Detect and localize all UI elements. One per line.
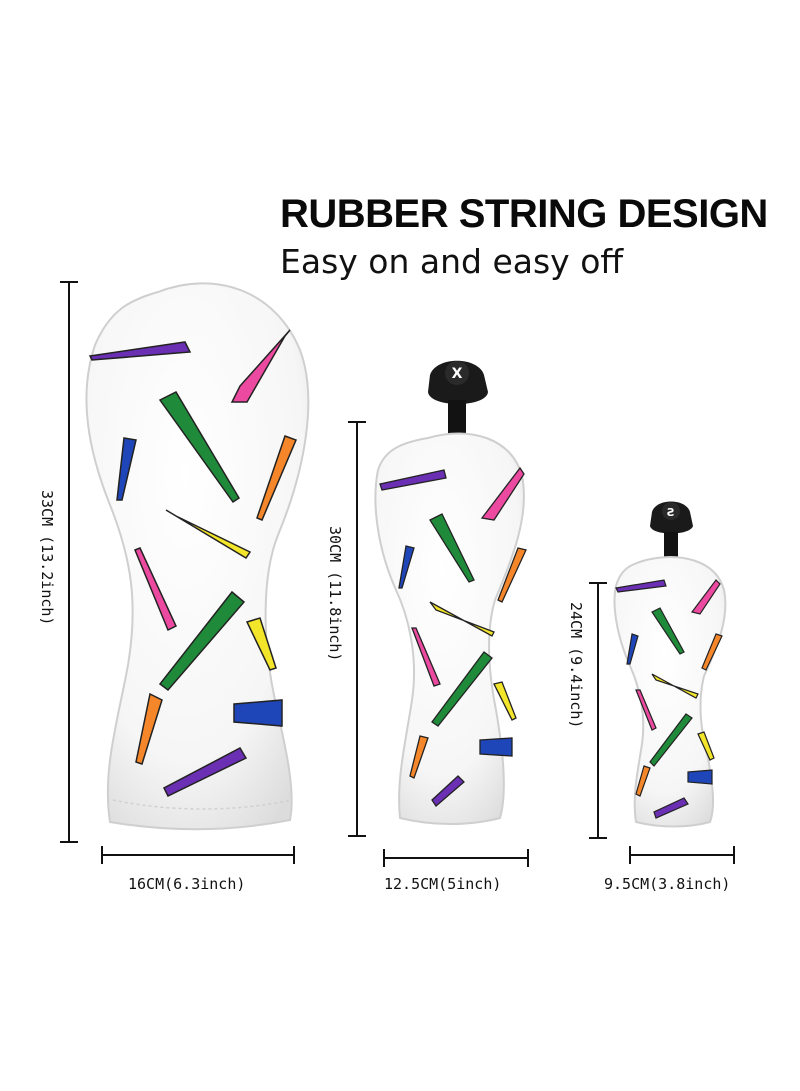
driver-cover-body xyxy=(85,282,310,831)
tee-yellow xyxy=(697,731,715,761)
fairway-cover-body xyxy=(374,432,525,825)
tee-green xyxy=(158,391,241,504)
tee-pink xyxy=(480,466,525,521)
tee-pink xyxy=(134,547,177,632)
tee-blue xyxy=(626,633,639,665)
tee-green xyxy=(429,513,475,583)
driver-height-label: 33CM (13.2inch) xyxy=(38,490,56,626)
tee-pink xyxy=(411,627,441,687)
tee-blue xyxy=(479,737,513,757)
tee-purple xyxy=(163,747,248,797)
tee-pink xyxy=(635,689,657,731)
hybrid-cover xyxy=(613,501,727,828)
tee-yellow xyxy=(493,681,517,721)
tag-letter: Ƨ xyxy=(667,506,675,519)
tee-purple xyxy=(615,579,667,593)
tee-yellow xyxy=(245,617,277,671)
fairway-width-label: 12.5CM(5inch) xyxy=(384,875,502,893)
tee-green xyxy=(158,590,246,692)
tee-pink xyxy=(230,329,291,403)
tee-orange xyxy=(701,633,723,671)
fairway-height-label: 30CM (11.8inch) xyxy=(326,526,344,662)
tee-yellow xyxy=(165,509,252,560)
headline: RUBBER STRING DESIGN xyxy=(280,192,768,236)
hybrid-height-label: 24CM (9.4inch) xyxy=(567,602,585,729)
tee-orange xyxy=(409,735,429,779)
tee-blue xyxy=(233,699,283,727)
tee-yellow xyxy=(651,673,699,699)
tee-green xyxy=(431,651,493,727)
tee-orange xyxy=(135,692,163,765)
tee-orange xyxy=(497,547,527,603)
tee-yellow xyxy=(429,601,495,637)
tee-purple xyxy=(653,797,689,819)
tee-pink xyxy=(690,579,721,615)
tee-orange xyxy=(256,435,297,521)
tee-blue xyxy=(687,769,713,785)
hybrid-width-label: 9.5CM(3.8inch) xyxy=(604,875,731,893)
subline: Easy on and easy off xyxy=(280,242,624,281)
fairway-cover xyxy=(374,360,527,825)
tee-green xyxy=(649,713,693,767)
tee-purple xyxy=(379,469,447,491)
tee-purple xyxy=(88,341,192,361)
tee-blue xyxy=(398,545,415,589)
tee-purple xyxy=(431,775,465,807)
tee-orange xyxy=(635,765,651,797)
hybrid-cover-body xyxy=(613,556,727,828)
driver-width-label: 16CM(6.3inch) xyxy=(128,875,246,893)
tee-green xyxy=(651,607,685,655)
tag-letter: X xyxy=(452,366,463,382)
driver-cover xyxy=(85,282,310,831)
tee-blue xyxy=(116,437,137,501)
